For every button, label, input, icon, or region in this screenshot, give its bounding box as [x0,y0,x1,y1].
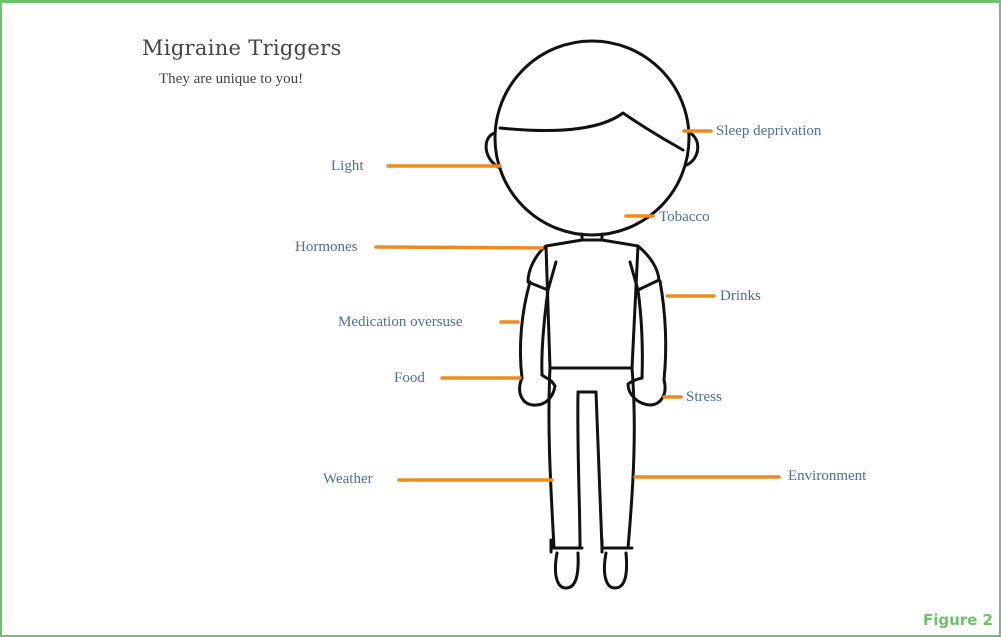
trigger-light: Light [331,157,364,175]
crotch [550,368,632,392]
trigger-stress: Stress [686,388,722,406]
trigger-hormones: Hormones [295,238,358,256]
left-arm [520,282,548,378]
trigger-weather: Weather [323,470,373,488]
trigger-food: Food [394,369,425,387]
trigger-sleep-deprivation: Sleep deprivation [716,122,821,140]
trigger-drinks: Drinks [720,287,761,305]
trigger-environment: Environment [788,467,866,485]
left-foot [555,553,578,588]
torso [546,240,638,368]
leader-hormones [376,247,542,248]
right-arm [638,281,666,380]
figure-label: Figure 2 [923,611,993,629]
right-leg [596,368,634,548]
trigger-tobacco: Tobacco [659,208,710,226]
trigger-medication-oversuse: Medication oversuse [338,313,463,331]
right-foot [604,553,626,588]
left-cuff [551,540,582,552]
